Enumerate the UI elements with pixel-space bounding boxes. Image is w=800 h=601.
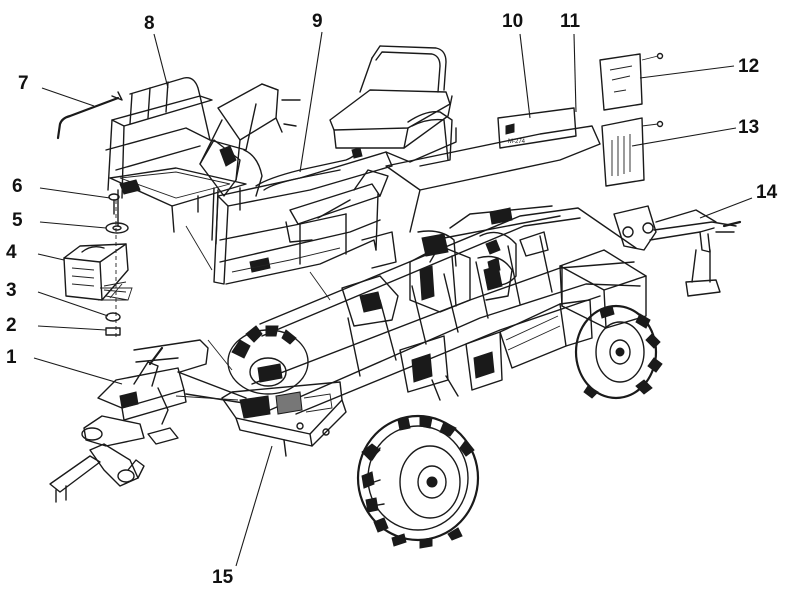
part-4-box — [63, 243, 133, 301]
callout-3: 3 — [6, 280, 17, 301]
rear-left-wheel — [479, 231, 517, 286]
part-3-washer — [105, 312, 121, 322]
rear-seat — [329, 45, 457, 167]
callout-14: 14 — [756, 182, 778, 203]
callout-12: 12 — [738, 56, 760, 77]
callout-11: 11 — [560, 11, 581, 32]
part-10-data-plate: M-274 — [497, 107, 577, 149]
part-13-plate — [601, 117, 664, 187]
callout-4: 4 — [6, 242, 17, 263]
engine-cover — [199, 83, 301, 197]
part-9-frame — [213, 147, 393, 285]
callout-6: 6 — [12, 176, 23, 197]
part-8-seat-frame — [105, 77, 257, 245]
callout-15: 15 — [212, 567, 234, 588]
part-15-front-deck — [221, 381, 347, 457]
chassis — [251, 205, 647, 415]
plate-text: M-274 — [508, 139, 526, 145]
part-12-plate — [599, 52, 664, 111]
assembly-lines — [175, 225, 331, 401]
front-left-wheel — [227, 325, 309, 395]
part-6-bolt — [108, 193, 120, 215]
callout-8: 8 — [144, 13, 155, 34]
callout-5: 5 — [12, 210, 23, 231]
callout-10: 10 — [502, 11, 524, 32]
part-2-nut — [105, 327, 121, 336]
callout-9: 9 — [312, 11, 323, 32]
part-7-rod — [56, 91, 123, 140]
part-1-tow-bar — [49, 339, 251, 503]
part-14-jack — [613, 205, 742, 297]
rear-right-wheel — [574, 304, 663, 400]
callout-13: 13 — [738, 117, 760, 138]
callout-7: 7 — [18, 73, 29, 94]
front-right-wheel — [356, 414, 480, 549]
part-5-washer — [105, 222, 129, 234]
callout-2: 2 — [6, 315, 17, 336]
leader-lines — [33, 31, 753, 567]
callout-1: 1 — [6, 347, 17, 368]
